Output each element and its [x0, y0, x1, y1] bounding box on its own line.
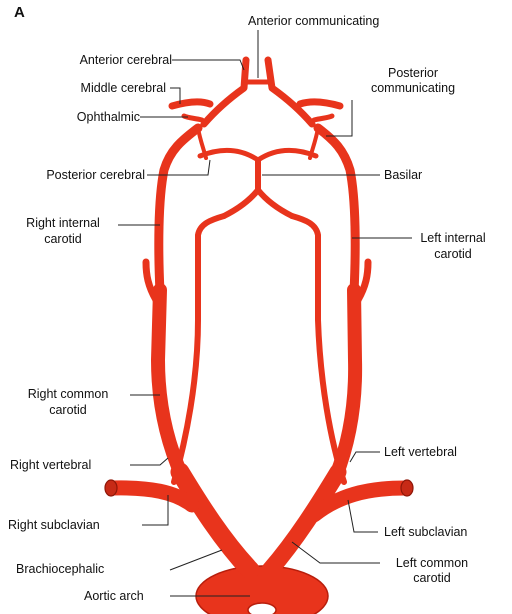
- right-internal-carotid-artery: [159, 128, 198, 292]
- label-brachiocephalic: Brachiocephalic: [16, 562, 104, 576]
- label-basilar: Basilar: [384, 168, 422, 182]
- label-right-subclavian: Right subclavian: [8, 518, 100, 532]
- label-left-common-carotid-line1: Left common: [384, 556, 480, 570]
- basilar-artery: [224, 190, 292, 216]
- posterior-cerebral-arteries: [200, 150, 316, 160]
- left-internal-carotid-artery: [318, 128, 355, 292]
- right-vertebral-artery: [174, 216, 224, 482]
- label-anterior-cerebral: Anterior cerebral: [80, 53, 172, 67]
- label-posterior-cerebral: Posterior cerebral: [46, 168, 145, 182]
- left-subclavian-end: [401, 480, 413, 496]
- label-right-vertebral: Right vertebral: [10, 458, 91, 472]
- label-right-internal-carotid-line2: carotid: [8, 232, 118, 246]
- arteries: [105, 60, 413, 614]
- left-external-carotid-stub: [358, 262, 368, 300]
- label-aortic-arch: Aortic arch: [84, 589, 144, 603]
- left-common-carotid-upper: [336, 290, 355, 476]
- label-anterior-communicating: Anterior communicating: [248, 14, 379, 28]
- label-right-common-carotid-line1: Right common: [8, 387, 128, 401]
- label-left-common-carotid-line2: carotid: [384, 571, 480, 585]
- label-posterior-communicating-line2: communicating: [354, 81, 472, 95]
- right-anterior-cerebral-artery: [204, 60, 246, 124]
- label-left-internal-carotid-line1: Left internal: [404, 231, 502, 245]
- right-subclavian-end: [105, 480, 117, 496]
- right-external-carotid-stub: [146, 262, 156, 300]
- panel-letter: A: [14, 6, 25, 20]
- label-right-common-carotid-line2: carotid: [8, 403, 128, 417]
- aortic-arch-lumen: [248, 603, 276, 614]
- left-vertebral-artery: [292, 216, 344, 482]
- brachiocephalic-artery: [180, 472, 250, 570]
- label-left-vertebral: Left vertebral: [384, 445, 457, 459]
- left-ophthalmic-artery: [314, 116, 332, 120]
- right-middle-cerebral-artery: [172, 102, 210, 106]
- left-common-carotid-artery: [270, 472, 338, 570]
- right-subclavian-artery: [112, 488, 192, 505]
- label-left-subclavian: Left subclavian: [384, 525, 467, 539]
- label-posterior-communicating-line1: Posterior: [354, 66, 472, 80]
- left-middle-cerebral-artery: [300, 102, 340, 106]
- label-ophthalmic: Ophthalmic: [77, 110, 140, 124]
- label-middle-cerebral: Middle cerebral: [81, 81, 166, 95]
- label-right-internal-carotid-line1: Right internal: [8, 216, 118, 230]
- label-left-internal-carotid-line2: carotid: [404, 247, 502, 261]
- left-anterior-cerebral-artery: [268, 60, 312, 124]
- right-common-carotid-artery: [158, 290, 182, 476]
